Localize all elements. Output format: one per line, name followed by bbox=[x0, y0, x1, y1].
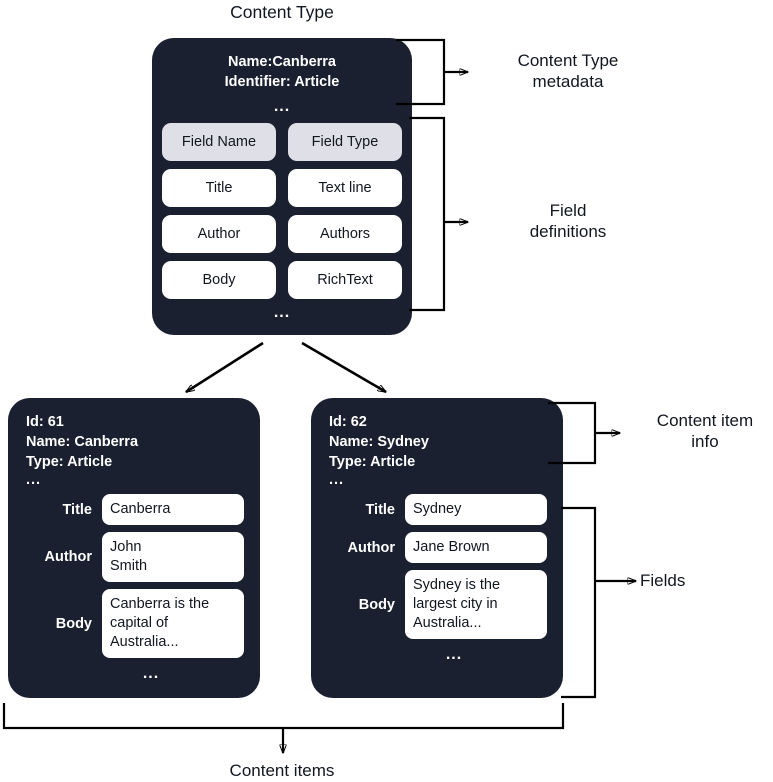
table-row: Author Authors bbox=[162, 215, 402, 253]
field-value: Sydney is the largest city in Australia.… bbox=[405, 570, 547, 639]
bracket-field-definitions bbox=[409, 116, 446, 312]
field-name-cell: Author bbox=[162, 215, 276, 253]
content-item-name: Name: Sydney bbox=[329, 434, 429, 450]
table-row: Body RichText bbox=[162, 261, 402, 299]
content-item-card-sydney: Id: 62 Name: Sydney Type: Article ... Ti… bbox=[311, 398, 563, 698]
column-header-field-name: Field Name bbox=[162, 123, 276, 161]
field-type-cell: Authors bbox=[288, 215, 402, 253]
field-row: Body Sydney is the largest city in Austr… bbox=[321, 570, 547, 639]
content-item-name: Name: Canberra bbox=[26, 434, 139, 450]
field-row: Body Canberra is the capital of Australi… bbox=[18, 589, 244, 658]
content-item-fields-ellipsis: ... bbox=[142, 665, 160, 682]
field-type-cell: RichText bbox=[288, 261, 402, 299]
content-item-type: Type: Article bbox=[26, 454, 113, 470]
annotation-fields: Fields bbox=[640, 571, 686, 590]
field-value: Canberra bbox=[102, 494, 244, 525]
field-row: Author Jane Brown bbox=[321, 532, 547, 563]
annotation-content-type-metadata: Content Type metadata bbox=[517, 51, 619, 91]
table-row: Title Text line bbox=[162, 169, 402, 207]
content-item-type: Type: Article bbox=[329, 454, 416, 470]
field-label: Title bbox=[62, 501, 92, 518]
content-item-info-ellipsis: ... bbox=[329, 472, 345, 488]
content-type-name: Name:Canberra bbox=[228, 54, 336, 70]
field-value: John Smith bbox=[102, 532, 244, 582]
field-name-cell: Body bbox=[162, 261, 276, 299]
page-title: Content Type bbox=[230, 2, 334, 22]
field-type-cell: Text line bbox=[288, 169, 402, 207]
field-label: Title bbox=[365, 501, 395, 518]
content-item-info-ellipsis: ... bbox=[26, 472, 42, 488]
field-label: Author bbox=[44, 549, 92, 565]
content-item-info: Id: 61 Name: Canberra Type: Article ... bbox=[8, 398, 260, 488]
content-item-fields: Title Canberra Author John Smith Body Ca… bbox=[8, 494, 260, 658]
content-item-id: Id: 61 bbox=[26, 414, 64, 430]
content-item-fields: Title Sydney Author Jane Brown Body Sydn… bbox=[311, 494, 563, 639]
arrow-to-content-item-sydney bbox=[301, 341, 386, 394]
field-label: Body bbox=[55, 615, 92, 632]
content-type-metadata-ellipsis: ... bbox=[273, 98, 291, 115]
content-type-card: Name:Canberra Identifier: Article ... Fi… bbox=[152, 38, 412, 335]
field-value: Jane Brown bbox=[405, 532, 547, 563]
content-item-info: Id: 62 Name: Sydney Type: Article ... bbox=[311, 398, 563, 488]
field-value: Canberra is the capital of Australia... bbox=[102, 589, 244, 658]
arrow-to-content-item-canberra bbox=[186, 341, 264, 394]
field-label: Body bbox=[358, 596, 395, 613]
field-name-cell: Title bbox=[162, 169, 276, 207]
field-row: Author John Smith bbox=[18, 532, 244, 582]
field-definitions-ellipsis: ... bbox=[273, 304, 291, 321]
bottom-caption: Content items bbox=[229, 761, 335, 780]
field-label: Author bbox=[347, 539, 395, 556]
table-header-row: Field Name Field Type bbox=[162, 123, 402, 161]
annotation-field-definitions: Field definitions bbox=[529, 201, 607, 241]
content-item-fields-ellipsis: ... bbox=[445, 646, 463, 663]
field-row: Title Sydney bbox=[321, 494, 547, 525]
bracket-content-items bbox=[2, 703, 565, 730]
content-item-id: Id: 62 bbox=[329, 414, 367, 430]
bracket-fields bbox=[561, 506, 597, 699]
field-definitions-table: Field Name Field Type Title Text line Au… bbox=[152, 123, 412, 299]
field-value: Sydney bbox=[405, 494, 547, 525]
content-item-card-canberra: Id: 61 Name: Canberra Type: Article ... … bbox=[8, 398, 260, 698]
field-row: Title Canberra bbox=[18, 494, 244, 525]
column-header-field-type: Field Type bbox=[288, 123, 402, 161]
annotation-content-item-info: Content item info bbox=[656, 411, 754, 451]
content-type-identifier: Identifier: Article bbox=[224, 74, 340, 90]
